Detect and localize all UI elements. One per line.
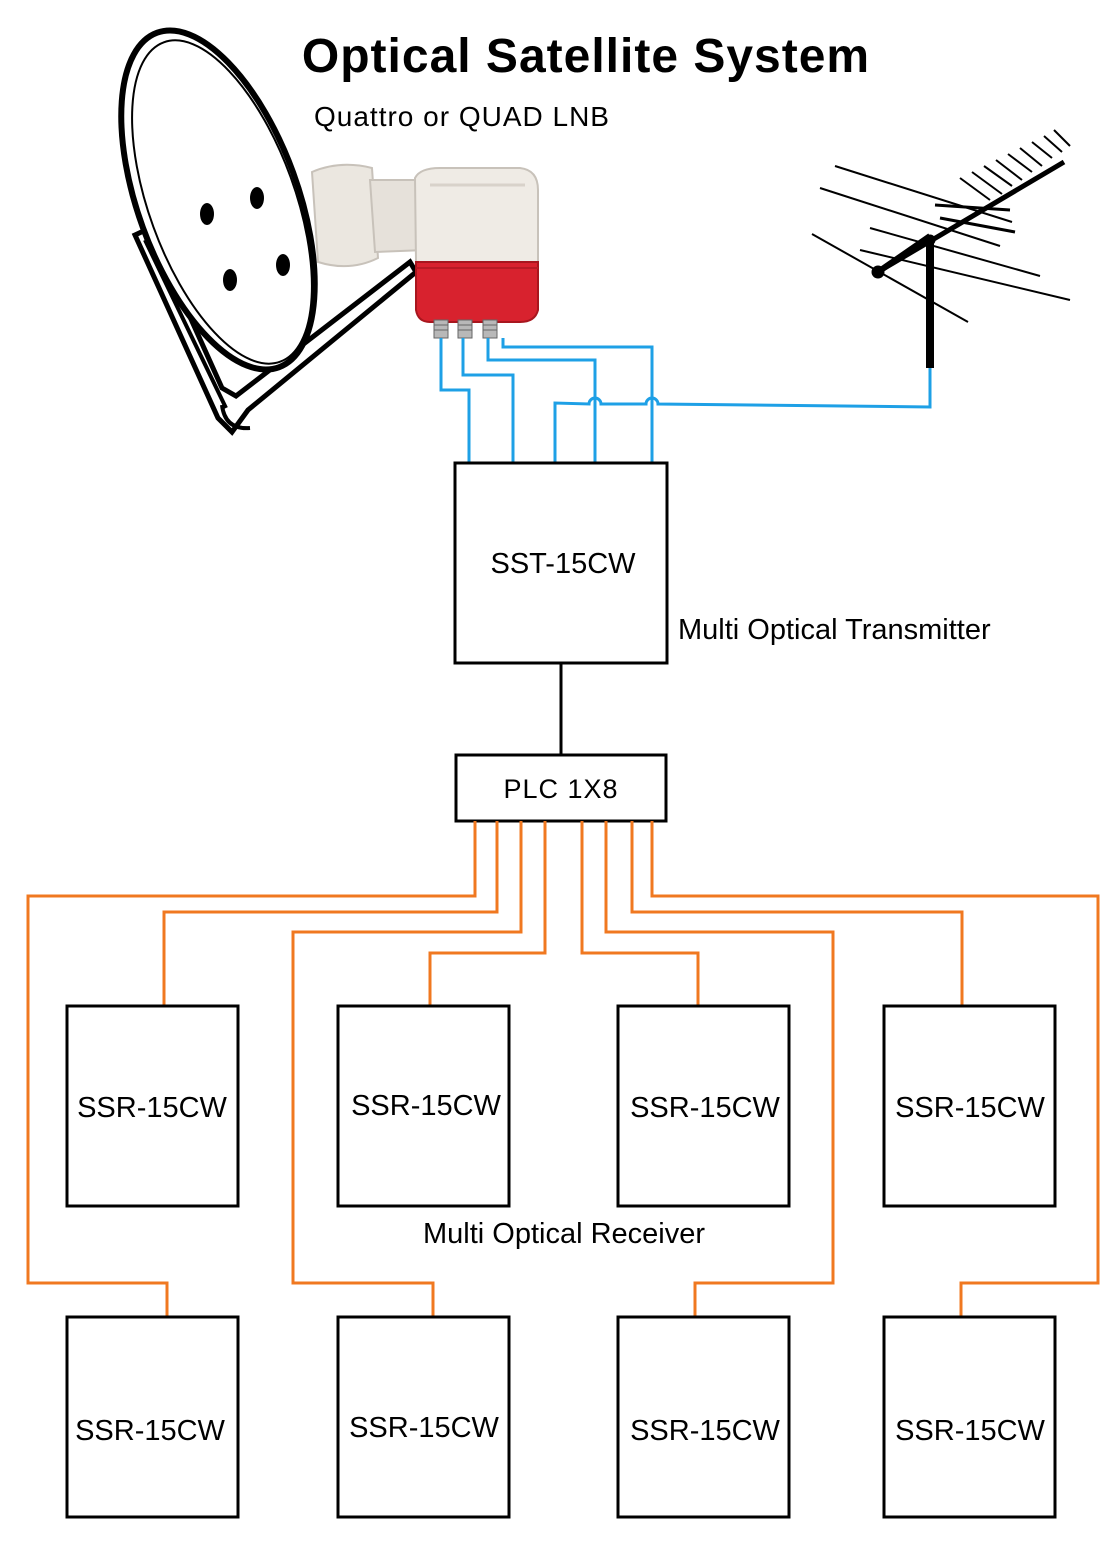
receiver-model: SSR-15CW <box>895 1415 1045 1447</box>
coax-line-2 <box>461 338 515 463</box>
receiver-unit: SSR-15CW <box>882 1004 1057 1208</box>
coax-cables <box>439 338 932 463</box>
terrestrial-yagi-antenna-icon <box>811 129 1071 368</box>
receiver-model: SSR-15CW <box>351 1090 501 1122</box>
receiver-box <box>65 1315 240 1519</box>
receivers-description: Multi Optical Receiver <box>423 1218 705 1250</box>
receiver-model: SSR-15CW <box>630 1092 780 1124</box>
fiber-line-1 <box>26 821 477 1317</box>
receiver-box <box>882 1004 1057 1208</box>
transmitter-unit: SST-15CW <box>453 461 669 665</box>
transmitter-description: Multi Optical Transmitter <box>678 614 991 646</box>
plc-splitter-model: PLC 1X8 <box>503 774 618 804</box>
receiver-model: SSR-15CW <box>630 1415 780 1447</box>
receiver-box <box>65 1004 240 1208</box>
fiber-line-6 <box>604 821 835 1317</box>
receiver-model: SSR-15CW <box>349 1412 499 1444</box>
fiber-line-3 <box>291 821 523 1317</box>
receiver-unit: SSR-15CW <box>336 1004 511 1208</box>
receiver-box <box>616 1004 791 1208</box>
receiver-box <box>336 1004 511 1208</box>
receiver-unit: SSR-15CW <box>336 1315 511 1519</box>
fiber-line-2 <box>162 821 499 1006</box>
fiber-line-5 <box>580 821 700 1006</box>
receiver-box <box>882 1315 1057 1519</box>
coax-line-terrestrial <box>553 368 932 463</box>
plc-splitter-box <box>454 753 668 823</box>
quad-lnb-icon <box>310 163 539 339</box>
fiber-cables <box>26 821 1100 1317</box>
fiber-line-8 <box>650 821 1100 1317</box>
lnb-label: Quattro or QUAD LNB <box>314 101 610 132</box>
coax-line-1 <box>439 338 471 463</box>
coax-line-4 <box>501 338 654 463</box>
diagram-title: Optical Satellite System <box>302 30 870 83</box>
plc-splitter: PLC 1X8 <box>454 753 668 823</box>
transmitter-model: SST-15CW <box>490 548 636 580</box>
receiver-unit: SSR-15CW <box>882 1315 1057 1519</box>
receiver-unit: SSR-15CW <box>65 1004 240 1208</box>
receiver-unit: SSR-15CW <box>616 1315 791 1519</box>
transmitter-box <box>453 461 669 665</box>
receiver-unit: SSR-15CW <box>65 1315 240 1519</box>
receiver-unit: SSR-15CW <box>616 1004 791 1208</box>
receiver-box <box>336 1315 511 1519</box>
receiver-model: SSR-15CW <box>77 1092 227 1124</box>
receiver-model: SSR-15CW <box>895 1092 1045 1124</box>
receiver-model: SSR-15CW <box>75 1415 225 1447</box>
coax-line-3 <box>486 338 597 463</box>
fiber-line-7 <box>630 821 964 1006</box>
receiver-box <box>616 1315 791 1519</box>
satellite-dish-icon <box>118 27 420 436</box>
fiber-line-4 <box>428 821 547 1006</box>
